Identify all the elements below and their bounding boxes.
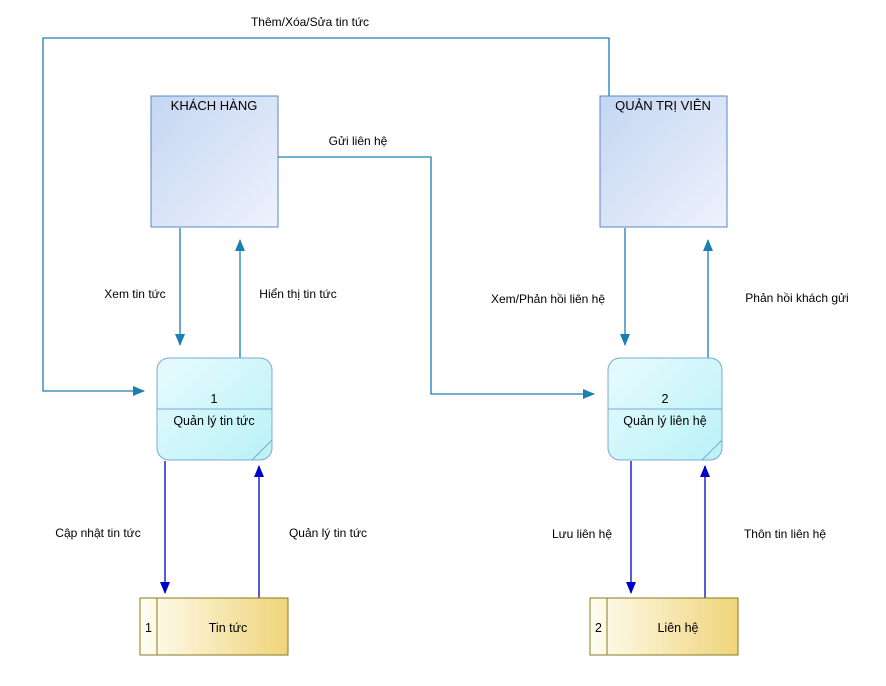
store-news-id: 1 [145, 621, 152, 635]
entity-admin-label: QUẢN TRỊ VIÊN [615, 98, 711, 113]
flow-show-news-label: Hiển thị tin tức [259, 287, 336, 301]
flow-update-news-label: Cập nhật tin tức [55, 526, 140, 540]
process-news-number: 1 [211, 392, 218, 406]
store-contact: 2 Liên hệ [589, 597, 739, 656]
flow-add-edit-news-label: Thêm/Xóa/Sửa tin tức [251, 15, 369, 29]
flow-send-contact-label: Gửi liên hệ [329, 134, 388, 148]
store-news-name: Tin tức [209, 621, 247, 635]
flow-manage-news-label: Quản lý tin tức [289, 526, 367, 540]
entity-customer: KHÁCH HÀNG [150, 95, 279, 228]
entity-admin: QUẢN TRỊ VIÊN [599, 95, 728, 228]
flow-send-contact-arrow [278, 156, 595, 399]
flow-reply-customer-label: Phản hồi khách gửi [745, 291, 848, 305]
process-contact-name: Quản lý liên hệ [623, 414, 706, 428]
process-news: 1 Quản lý tin tức [156, 357, 273, 461]
process-contact: 2 Quản lý liên hệ [607, 357, 723, 461]
flow-save-contact-label: Lưu liên hệ [552, 527, 612, 541]
flow-add-edit-news-arrow [42, 37, 610, 396]
flow-contact-info-label: Thôn tin liên hệ [744, 527, 826, 541]
store-news: 1 Tin tức [139, 597, 289, 656]
store-contact-id: 2 [595, 621, 602, 635]
process-contact-number: 2 [662, 392, 669, 406]
entity-customer-label: KHÁCH HÀNG [171, 98, 258, 113]
flow-view-news-label: Xem tin tức [104, 287, 165, 301]
flow-view-reply-contact-label: Xem/Phản hồi liên hệ [491, 292, 605, 306]
process-news-name: Quản lý tin tức [173, 414, 254, 428]
store-contact-name: Liên hệ [657, 621, 698, 635]
